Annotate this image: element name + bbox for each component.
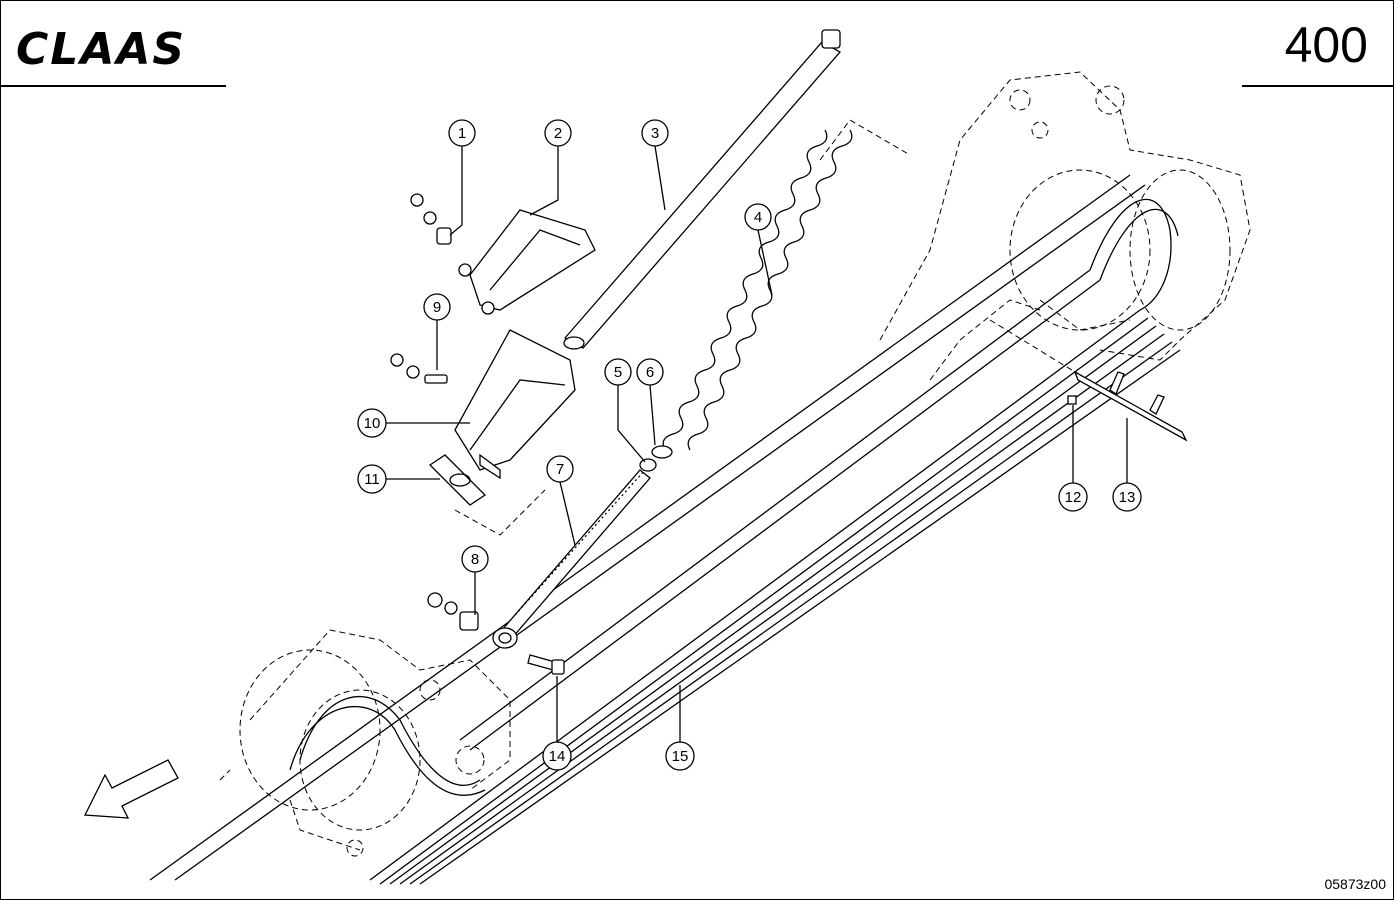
part-bolt	[527, 654, 565, 675]
part-fork-lever	[989, 319, 1188, 442]
part-tube	[563, 29, 842, 350]
callout-13: 13	[1112, 482, 1142, 512]
callout-12: 12	[1058, 482, 1088, 512]
lower-pulley-assembly	[219, 629, 511, 857]
part-nut-washer	[639, 445, 673, 472]
part-threaded-rod	[492, 469, 651, 649]
callout-4: 4	[744, 203, 772, 231]
callout-2: 2	[544, 119, 572, 147]
fasteners-top	[410, 193, 452, 245]
callout-6-label: 6	[646, 364, 654, 381]
drive-belt	[149, 174, 1181, 885]
callout-1-label: 1	[458, 125, 466, 142]
callout-3-label: 3	[651, 125, 659, 142]
callout-6: 6	[636, 358, 664, 386]
callout-5: 5	[604, 358, 632, 386]
callout-11: 11	[357, 464, 387, 494]
callout-8-label: 8	[471, 551, 479, 568]
header-rule-right	[1242, 85, 1394, 87]
callout-9: 9	[423, 293, 451, 321]
upper-gearbox-assembly	[879, 71, 1251, 381]
brand-logo-text: CLAAS	[16, 24, 186, 70]
callout-15-label: 15	[672, 748, 689, 765]
callout-1: 1	[448, 119, 476, 147]
callout-7: 7	[546, 455, 574, 483]
part-gasket	[428, 454, 546, 536]
claas-logo: CLAAS	[16, 24, 186, 70]
part-mounting-plate	[454, 329, 576, 480]
callout-14: 14	[542, 741, 572, 771]
callout-10: 10	[357, 408, 387, 438]
callout-7-label: 7	[556, 461, 564, 478]
leader-lines	[386, 145, 1128, 742]
fasteners-middle	[390, 353, 448, 384]
callout-14-label: 14	[549, 748, 566, 765]
callout-11-label: 11	[364, 471, 380, 488]
page-number: 400	[1284, 17, 1368, 73]
callout-5-label: 5	[614, 364, 622, 381]
fasteners-lower	[427, 592, 479, 631]
header-rule-left	[0, 85, 226, 87]
callout-12-label: 12	[1065, 489, 1082, 506]
callout-9-label: 9	[433, 299, 441, 316]
callout-2-label: 2	[554, 125, 562, 142]
callout-3: 3	[641, 119, 669, 147]
callout-15: 15	[665, 741, 695, 771]
part-spring	[662, 119, 911, 451]
drawing-number: 05873z00	[1324, 876, 1386, 892]
callout-10-label: 10	[364, 415, 381, 432]
callout-4-label: 4	[754, 209, 762, 226]
direction-arrow-icon	[83, 759, 179, 819]
callout-13-label: 13	[1119, 489, 1136, 506]
part-screw	[1067, 395, 1077, 405]
callout-8: 8	[461, 545, 489, 573]
part-bracket-clip	[458, 209, 596, 315]
